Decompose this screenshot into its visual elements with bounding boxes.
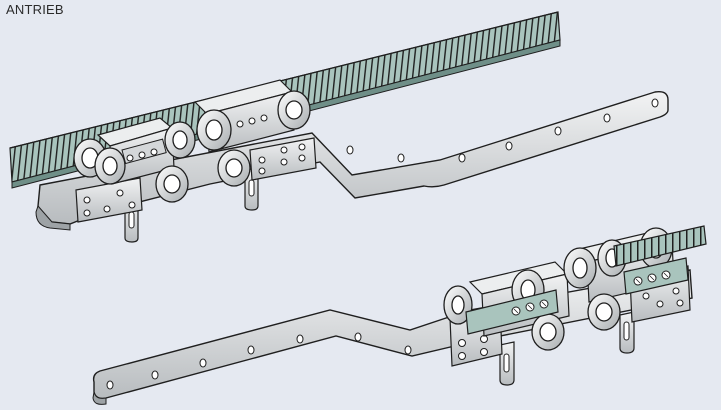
upper-carriage-plates [75, 137, 317, 223]
diagram-caption: ANTRIEB [6, 2, 64, 17]
upper-roller-carriage-right [193, 79, 311, 187]
upper-drive-assembly [9, 11, 669, 243]
lower-mounting-brackets [499, 311, 635, 386]
lower-toothed-belt [465, 225, 707, 335]
upper-roller-carriage-left [73, 117, 196, 203]
lower-drive-assembly [92, 225, 707, 405]
